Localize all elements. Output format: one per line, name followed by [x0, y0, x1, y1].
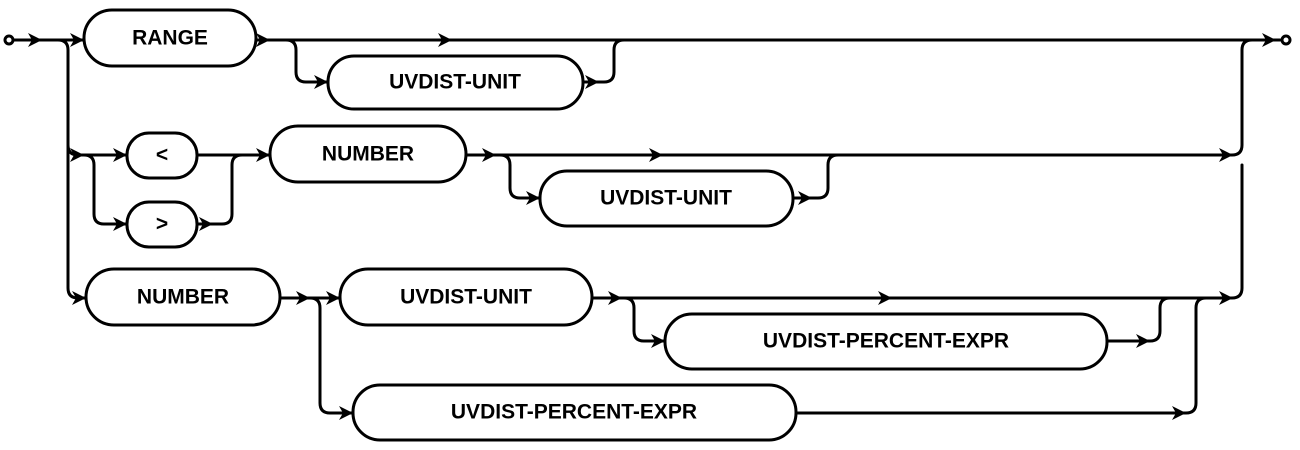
node-uvdist-unit-a: UVDIST-UNIT: [326, 54, 585, 111]
arrow-number-a-out: [482, 148, 496, 162]
node-less-than-label: <: [156, 144, 168, 167]
node-uvdist-unit-b: UVDIST-UNIT: [538, 169, 795, 228]
arrow-top-mid: [438, 33, 452, 47]
node-uvdist-percent-expr-b-label: UVDIST-PERCENT-EXPR: [451, 401, 697, 424]
arrow-into-number-b: [72, 291, 86, 305]
railroad-tracks: [11, 38, 1282, 415]
arrow-into-range: [70, 33, 84, 47]
node-greater-than: >: [125, 200, 199, 249]
node-range: RANGE: [82, 8, 258, 68]
arrow-into-percent-b: [339, 406, 353, 420]
arrow-into-percent-a: [651, 334, 665, 348]
track-arrows: [28, 33, 1276, 420]
arrow-into-number-a: [256, 148, 270, 162]
arrow-number-b-out: [296, 291, 310, 305]
arrow-into-choice: [70, 148, 84, 162]
arrow-into-unit-c: [326, 291, 340, 305]
node-uvdist-unit-c-label: UVDIST-UNIT: [400, 286, 532, 309]
arrow-row3-mid: [878, 291, 892, 305]
arrow-row2-mid: [649, 148, 663, 162]
arrow-percent-b-out: [1172, 406, 1186, 420]
end-terminal: [1280, 34, 1292, 46]
arrow-into-unit-a: [314, 75, 328, 89]
node-uvdist-percent-expr-b: UVDIST-PERCENT-EXPR: [351, 383, 798, 442]
node-number-a-label: NUMBER: [322, 143, 414, 166]
arrow-row3-end: [1219, 291, 1233, 305]
arrow-exit: [1262, 33, 1276, 47]
arrow-percent-a-out: [1136, 334, 1150, 348]
arrow-unit-b-out: [798, 191, 812, 205]
node-number-b-label: NUMBER: [137, 286, 229, 309]
arrow-row2-end: [1219, 148, 1233, 162]
arrow-into-gt: [113, 217, 127, 231]
node-greater-than-label: >: [156, 213, 168, 236]
node-number-b: NUMBER: [84, 267, 282, 327]
start-terminal: [3, 34, 15, 46]
node-less-than: <: [125, 131, 199, 180]
node-uvdist-percent-expr-a: UVDIST-PERCENT-EXPR: [663, 312, 1109, 371]
node-uvdist-unit-c: UVDIST-UNIT: [338, 267, 594, 327]
node-uvdist-unit-b-label: UVDIST-UNIT: [600, 187, 732, 210]
node-uvdist-percent-expr-a-label: UVDIST-PERCENT-EXPR: [763, 330, 1009, 353]
node-range-label: RANGE: [132, 27, 208, 50]
arrow-gt-out: [199, 217, 213, 231]
arrow-into-lt: [113, 148, 127, 162]
arrow-unit-c-out: [608, 291, 622, 305]
arrow-range-out: [256, 33, 270, 47]
arrow-entry: [28, 33, 42, 47]
arrow-unit-a-out: [585, 75, 599, 89]
node-number-a: NUMBER: [268, 124, 468, 184]
node-uvdist-unit-a-label: UVDIST-UNIT: [389, 71, 521, 94]
arrow-into-unit-b: [526, 191, 540, 205]
